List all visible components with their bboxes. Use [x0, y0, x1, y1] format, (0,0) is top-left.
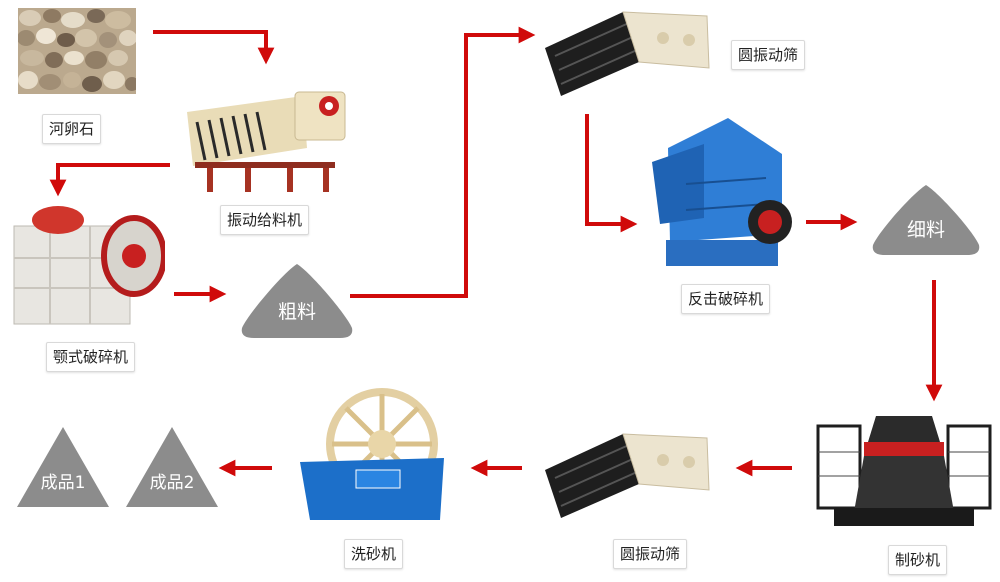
- circular-screen-top-machine: [543, 8, 713, 98]
- label-circular-screen-bottom: 圆振动筛: [613, 539, 688, 569]
- label-sand-washer: 洗砂机: [344, 539, 404, 569]
- pile-product-2: 成品2: [124, 425, 220, 509]
- pile-product-2-text: 成品2: [150, 473, 195, 493]
- label-pebble: 河卵石: [42, 114, 102, 144]
- pile-product-1-text: 成品1: [41, 473, 86, 493]
- vibrating-feeder-machine: [183, 82, 355, 194]
- pile-coarse-material: 粗料: [240, 262, 354, 340]
- label-jaw-crusher: 颚式破碎机: [46, 342, 136, 372]
- pebble-image: [17, 8, 139, 94]
- arrow-feeder-to-jaw: [49, 163, 170, 197]
- label-circular-screen-top: 圆振动筛: [731, 40, 806, 70]
- pile-coarse-text: 粗料: [278, 301, 316, 323]
- sand-maker-machine: [814, 412, 994, 530]
- arrow-coarse-to-screen: [350, 26, 536, 298]
- arrow-pebble-to-feeder: [153, 30, 275, 65]
- label-vibrating-feeder: 振动给料机: [220, 205, 310, 235]
- circular-screen-bottom-machine: [543, 430, 713, 520]
- label-sand-maker: 制砂机: [888, 545, 948, 575]
- impact-crusher-machine: [646, 114, 794, 270]
- label-impact-crusher: 反击破碎机: [681, 284, 771, 314]
- jaw-crusher-machine: [10, 198, 167, 328]
- sand-washer-machine: [296, 388, 448, 522]
- pile-product-1: 成品1: [15, 425, 111, 509]
- pile-fine-text: 细料: [907, 219, 945, 241]
- pile-fine-material: 细料: [871, 183, 981, 257]
- arrow-screen-to-impact: [585, 114, 638, 233]
